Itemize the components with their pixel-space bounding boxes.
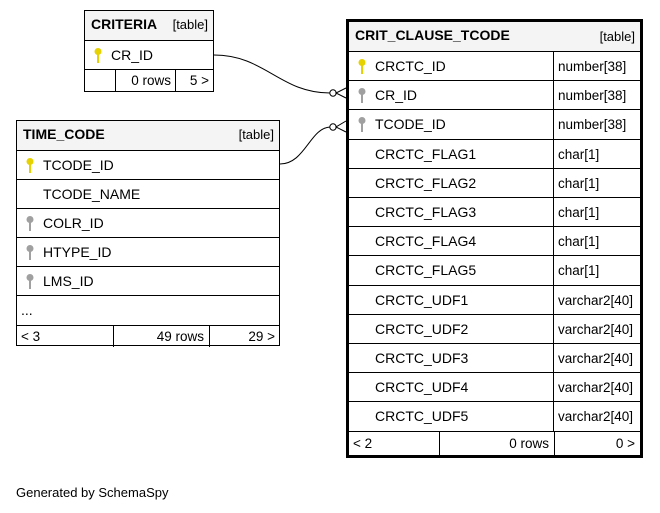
foreign-key-icon (26, 216, 34, 231)
column-type: char[1] (553, 227, 599, 256)
table-name: CRITERIA (91, 16, 158, 32)
parents-count[interactable]: < 3 (21, 329, 41, 344)
column-row[interactable]: CRCTC_FLAG1 char[1] (349, 139, 640, 169)
column-list: TCODE_ID TCODE_NAME COLR_ID HTYPE_ID LMS_ID.… (17, 151, 279, 325)
table-name: CRIT_CLAUSE_TCODE (355, 27, 510, 43)
column-type: char[1] (553, 197, 599, 227)
column-row[interactable]: CRCTC_FLAG3 char[1] (349, 197, 640, 228)
foreign-key-icon (26, 274, 34, 289)
column-name: CRCTC_FLAG5 (375, 262, 477, 279)
table-kind-label: [table] (172, 17, 208, 32)
column-type: number[38] (553, 110, 626, 139)
edge-crowfoot (334, 120, 347, 133)
column-row[interactable]: CRCTC_UDF4 varchar2[40] (349, 373, 640, 403)
column-row[interactable]: CRCTC_UDF1 varchar2[40] (349, 285, 640, 315)
column-row[interactable]: LMS_ID (17, 267, 279, 296)
table-header: TIME_CODE [table] (17, 121, 279, 151)
row-count: 0 rows (439, 432, 554, 456)
column-row[interactable]: COLR_ID (17, 209, 279, 238)
column-row[interactable]: CR_ID number[38] (349, 81, 640, 111)
column-type: varchar2[40] (553, 373, 633, 402)
column-name: CRCTC_UDF5 (375, 408, 469, 425)
column-list: CR_ID (85, 41, 213, 70)
column-type: char[1] (553, 168, 599, 197)
edge-time-code-to-crit-clause-tcode (279, 126, 331, 165)
column-type: varchar2[40] (553, 314, 633, 343)
primary-key-icon (358, 59, 366, 74)
column-name: CRCTC_ID (375, 58, 446, 74)
generated-by-caption: Generated by SchemaSpy (16, 485, 169, 500)
table-header: CRIT_CLAUSE_TCODE [table] (349, 22, 640, 52)
foreign-key-icon (26, 245, 34, 260)
table-footer: 0 rows 5 > (85, 70, 213, 92)
column-name: TCODE_NAME (43, 186, 141, 202)
children-count[interactable]: 0 > (554, 432, 640, 456)
row-count: 0 rows (115, 70, 175, 92)
column-row[interactable]: ... (17, 296, 279, 325)
column-name: CRCTC_UDF1 (375, 291, 469, 308)
column-name: CRCTC_UDF3 (375, 349, 469, 366)
column-row[interactable]: CRCTC_FLAG2 char[1] (349, 168, 640, 198)
table-time-code[interactable]: TIME_CODE [table] TCODE_ID TCODE_NAME COLR… (16, 120, 280, 347)
column-row[interactable]: TCODE_ID number[38] (349, 110, 640, 140)
column-name: CRCTC_FLAG3 (375, 203, 477, 220)
column-name: CRCTC_UDF4 (375, 379, 469, 396)
edge-crowfoot (334, 87, 347, 99)
column-name: HTYPE_ID (43, 244, 112, 260)
table-header: CRITERIA [table] (85, 11, 213, 41)
table-footer: < 3 49 rows 29 > (17, 325, 279, 347)
foreign-key-icon (358, 117, 366, 133)
column-type: number[38] (553, 52, 626, 81)
column-row[interactable]: HTYPE_ID (17, 238, 279, 267)
parents-count[interactable] (85, 70, 115, 92)
column-row[interactable]: CRCTC_UDF3 varchar2[40] (349, 343, 640, 374)
column-name: ... (21, 302, 33, 318)
column-name: CR_ID (375, 87, 418, 104)
primary-key-icon (26, 158, 34, 173)
foreign-key-icon (358, 88, 366, 104)
column-type: char[1] (553, 256, 599, 285)
parents-count[interactable]: < 2 (353, 436, 373, 452)
primary-key-icon (94, 48, 102, 63)
row-count: 49 rows (113, 326, 209, 347)
table-name: TIME_CODE (23, 126, 105, 142)
column-row[interactable]: TCODE_NAME (17, 180, 279, 209)
edge-criteria-to-crit-clause-tcode (213, 54, 331, 94)
column-row[interactable]: TCODE_ID (17, 151, 279, 180)
column-row[interactable]: CRCTC_ID number[38] (349, 52, 640, 82)
children-count[interactable]: 5 > (175, 70, 213, 92)
column-name: CRCTC_FLAG4 (375, 233, 477, 250)
column-name: TCODE_ID (43, 157, 114, 173)
column-row[interactable]: CRCTC_FLAG5 char[1] (349, 256, 640, 286)
column-type: varchar2[40] (553, 402, 633, 432)
column-name: LMS_ID (43, 273, 94, 289)
column-row[interactable]: CRCTC_UDF5 varchar2[40] (349, 402, 640, 432)
column-row[interactable]: CR_ID (85, 41, 213, 70)
column-type: varchar2[40] (553, 343, 633, 373)
column-name: CRCTC_FLAG1 (375, 145, 477, 162)
column-name: TCODE_ID (375, 116, 446, 133)
table-kind-label: [table] (599, 29, 635, 44)
column-name: CR_ID (111, 47, 154, 63)
column-type: char[1] (553, 139, 599, 168)
table-kind-label: [table] (238, 127, 274, 142)
table-criteria[interactable]: CRITERIA [table] CR_ID 0 rows 5 > (84, 10, 214, 92)
children-count[interactable]: 29 > (209, 326, 279, 347)
table-footer: < 2 0 rows 0 > (349, 431, 640, 456)
column-name: COLR_ID (43, 215, 104, 231)
column-row[interactable]: CRCTC_FLAG4 char[1] (349, 227, 640, 257)
column-type: varchar2[40] (553, 285, 633, 314)
column-name: CRCTC_UDF2 (375, 320, 469, 337)
column-name: CRCTC_FLAG2 (375, 174, 477, 191)
column-row[interactable]: CRCTC_UDF2 varchar2[40] (349, 314, 640, 344)
column-type: number[38] (553, 81, 626, 110)
